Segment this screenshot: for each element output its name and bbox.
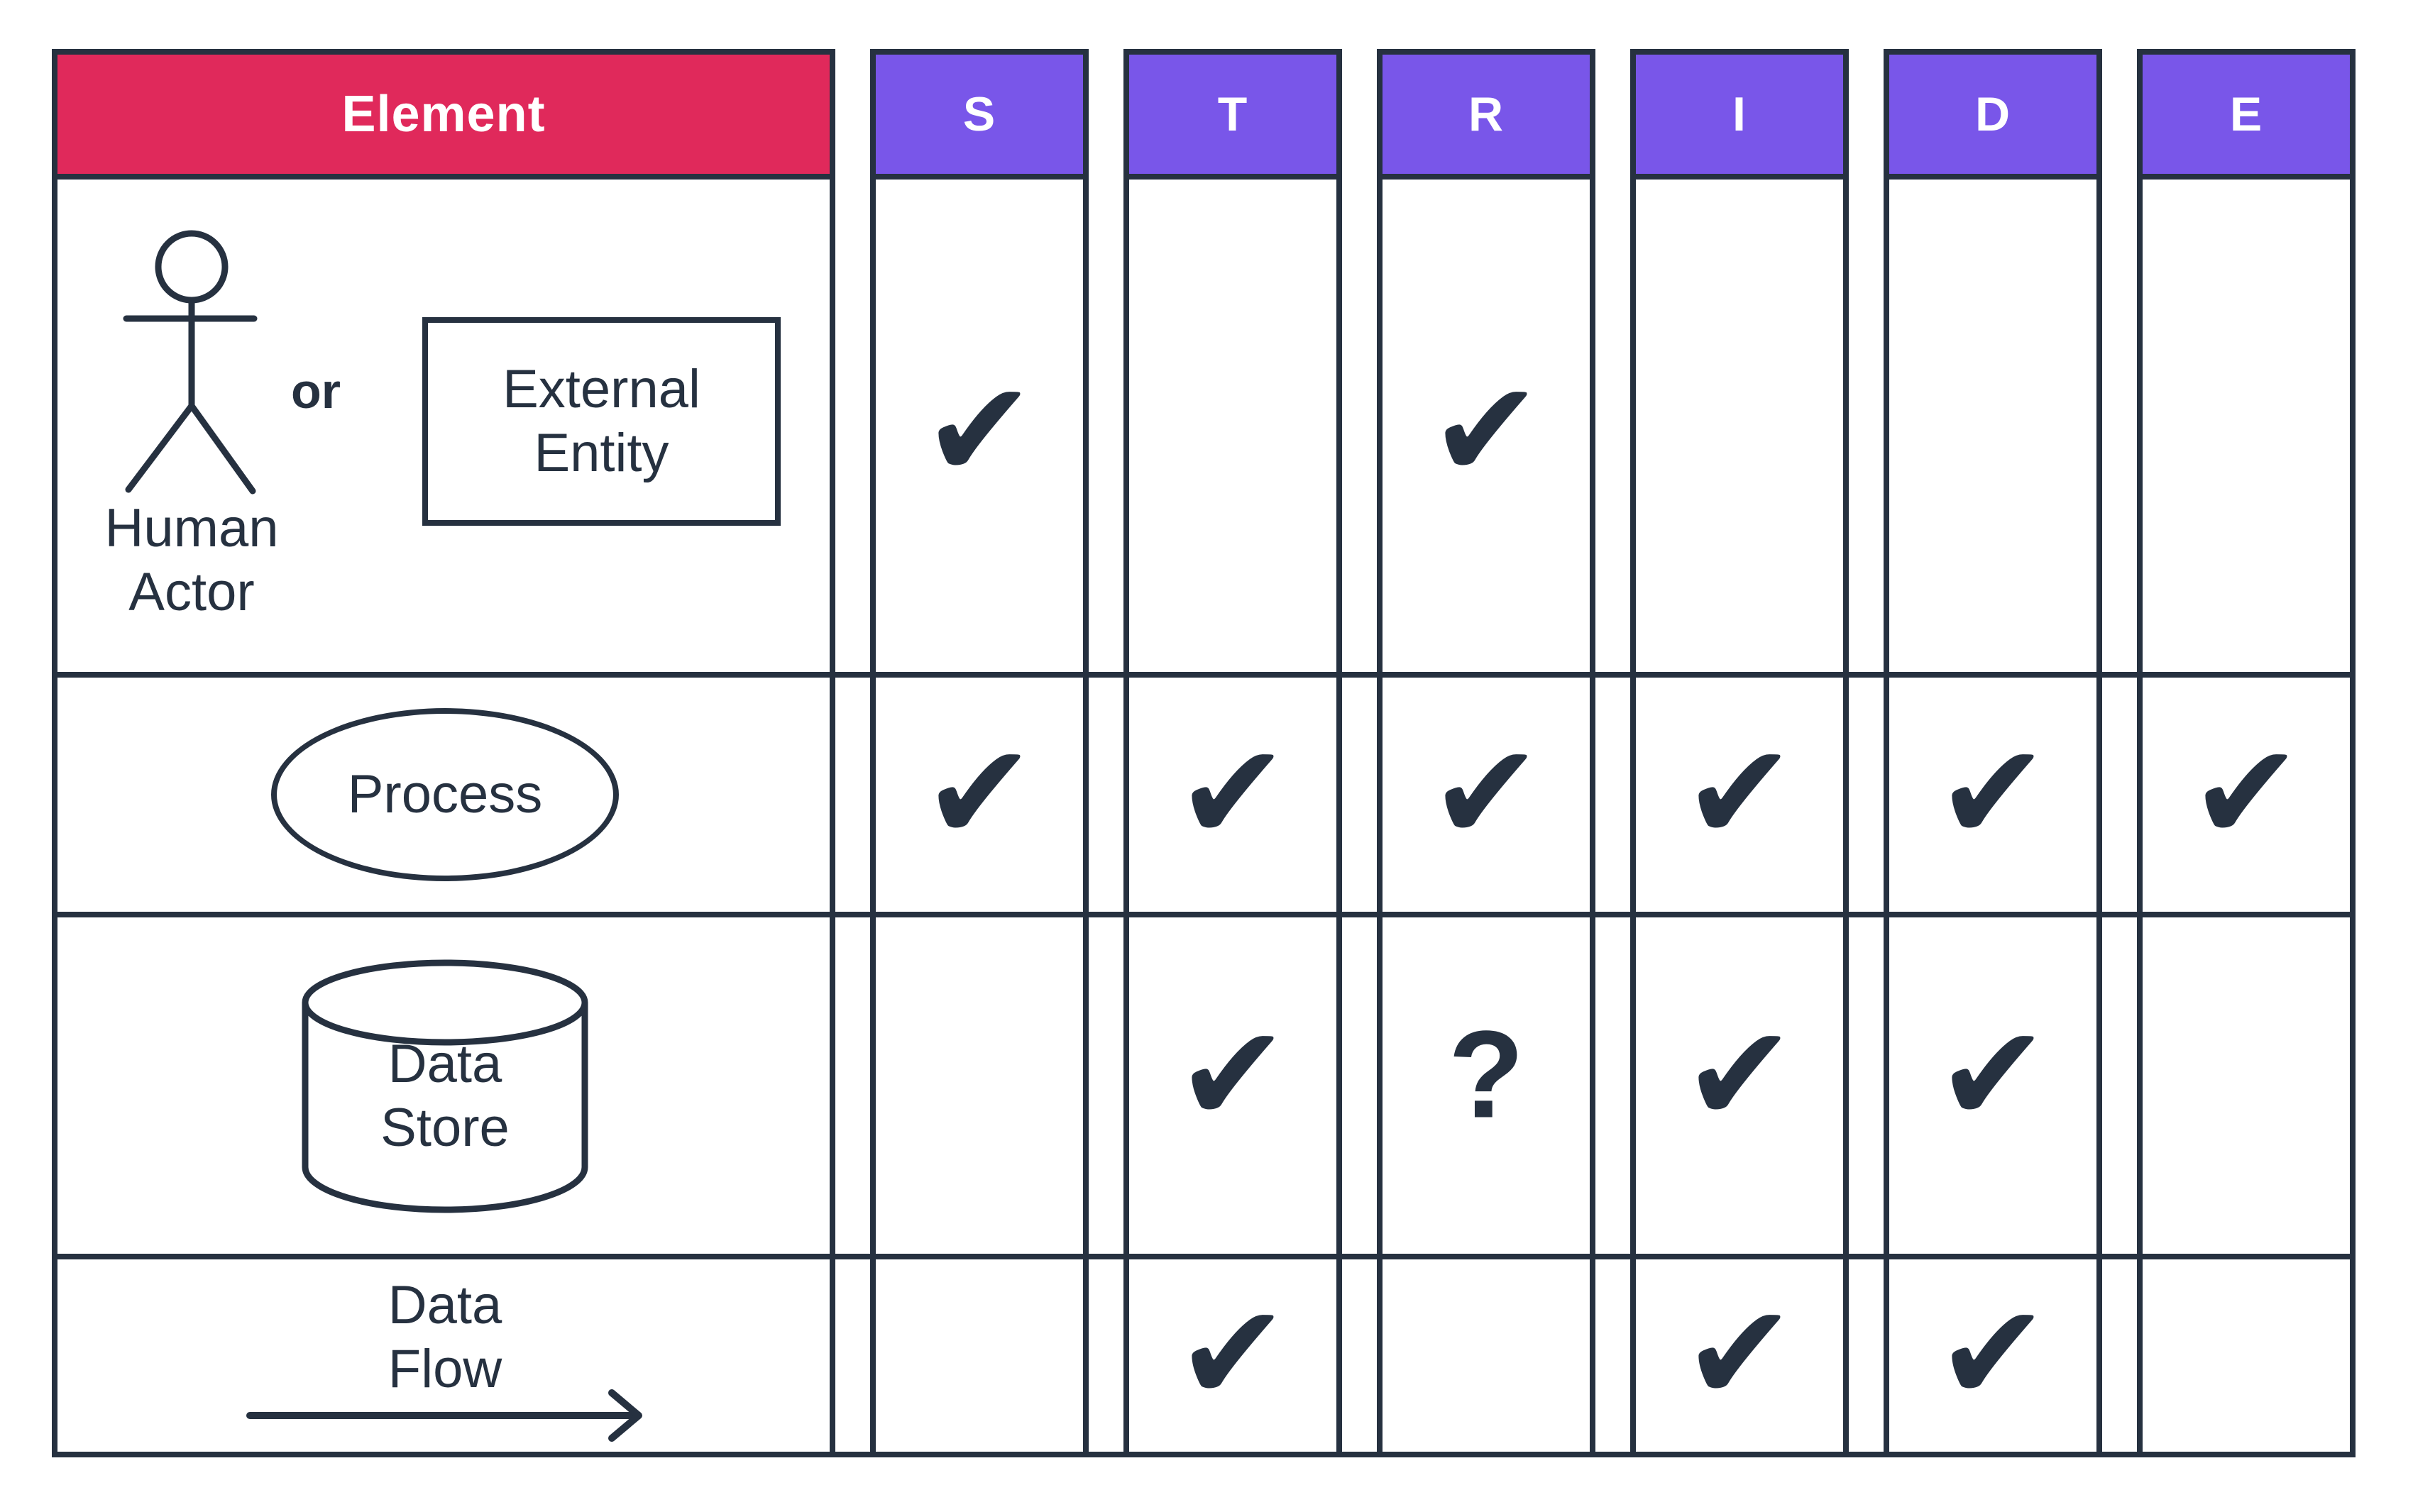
mark-d-data-flow: ✔ (1936, 1275, 2050, 1432)
mark-r-data-store: ? (1448, 1005, 1524, 1144)
data-flow-label: Data Flow (387, 1275, 502, 1399)
i-header-label: I (1732, 87, 1747, 141)
d-header-cell: D (1889, 55, 2096, 180)
mark-t-data-flow: ✔ (1176, 1275, 1290, 1432)
column-e: E (2137, 49, 2356, 1457)
element-header-cell: Element (57, 55, 830, 180)
column-t: T (1123, 49, 1342, 1457)
mark-s-external-entity: ✔ (923, 352, 1036, 509)
s-header-cell: S (876, 55, 1083, 180)
s-header-label: S (962, 87, 996, 141)
r-header-label: R (1468, 87, 1505, 141)
column-s: S (870, 49, 1089, 1457)
e-header-label: E (2229, 87, 2263, 141)
row-divider (52, 1254, 2356, 1259)
human-actor-label: Human Actor (104, 498, 279, 622)
element-header-label: Element (341, 86, 546, 143)
process-label: Process (347, 764, 543, 825)
row-divider (52, 672, 2356, 678)
t-header-label: T (1217, 87, 1248, 141)
human-actor-icon (123, 230, 258, 495)
mark-i-process: ✔ (1683, 714, 1796, 871)
r-header-cell: R (1383, 55, 1590, 180)
t-header-cell: T (1129, 55, 1336, 180)
mark-d-process: ✔ (1936, 714, 2050, 871)
external-entity-box: External Entity (422, 317, 781, 526)
mark-i-data-store: ✔ (1683, 996, 1796, 1153)
mark-t-data-store: ✔ (1176, 996, 1290, 1153)
mark-s-process: ✔ (923, 714, 1036, 871)
data-flow-arrow-icon (246, 1389, 642, 1442)
i-header-cell: I (1636, 55, 1843, 180)
or-label: or (291, 363, 341, 419)
e-header-cell: E (2143, 55, 2350, 180)
mark-r-external-entity: ✔ (1429, 352, 1543, 509)
column-i: I (1630, 49, 1849, 1457)
process-ellipse: Process (271, 708, 619, 881)
column-d: D (1884, 49, 2102, 1457)
table-bottom-line (52, 1452, 2356, 1457)
mark-i-data-flow: ✔ (1683, 1275, 1796, 1432)
d-header-label: D (1974, 87, 2011, 141)
row-divider (52, 912, 2356, 917)
mark-e-process: ✔ (2189, 714, 2303, 871)
external-entity-label: External Entity (502, 359, 700, 483)
mark-d-data-store: ✔ (1936, 996, 2050, 1153)
data-store-cylinder-icon (302, 959, 588, 1213)
mark-r-process: ✔ (1429, 714, 1543, 871)
column-r: R (1377, 49, 1595, 1457)
column-element: Element (52, 49, 835, 1457)
data-store-label: Data Store (380, 1034, 510, 1158)
mark-t-process: ✔ (1176, 714, 1290, 871)
